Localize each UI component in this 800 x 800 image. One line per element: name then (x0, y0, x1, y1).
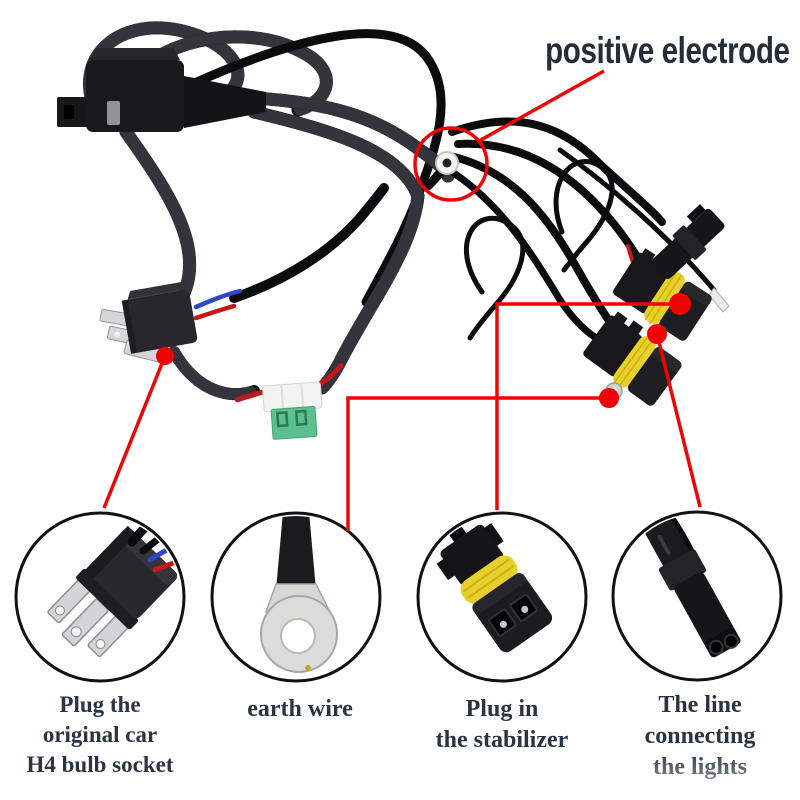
inset-borders (14, 510, 783, 683)
leader-line-stabilizer (495, 302, 680, 510)
highlight-circle-positive (413, 126, 489, 202)
relay-mount-hole (64, 105, 74, 119)
marker-dot-h4-socket (156, 347, 174, 365)
caption-earth-wire: earth wire (247, 696, 353, 722)
leader-line-lights-line (655, 333, 702, 508)
headline-positive-electrode: positive electrode (545, 30, 791, 71)
marker-dot-lights-line (647, 324, 667, 344)
ballast-connector-lower (583, 311, 682, 406)
inset-circle-3 (416, 511, 588, 683)
relay-box (57, 48, 266, 132)
h4-connector (99, 281, 198, 364)
marker-dot-stabilizer (669, 293, 691, 315)
corrugated-tubes (119, 91, 455, 400)
inset-circle-4 (611, 510, 783, 682)
leader-line-positive-electrode (478, 69, 605, 143)
amp-connector (651, 204, 725, 280)
inset-stabilizer-plug-photo (436, 516, 553, 653)
probe-wire-tip (708, 287, 730, 313)
caption-lights-line: The line connecting the lights (644, 692, 756, 781)
h4-red-wire (193, 303, 237, 321)
inset-circle-1 (14, 511, 186, 683)
h4-blue-wire (193, 288, 243, 310)
caption-h4-socket: Plug the original car H4 bulb socket (26, 692, 174, 777)
inset-lights-line-photo (645, 515, 741, 658)
seal-ring (460, 555, 518, 604)
marker-dot-earth-wire (599, 388, 619, 408)
relay-label-sticker (107, 101, 120, 125)
leader-line-h4-socket (102, 355, 167, 509)
red-annotation-lines (102, 69, 702, 531)
seal-ring (613, 336, 656, 388)
harness-cable (185, 29, 446, 307)
ring-terminal (423, 151, 459, 191)
inset-earth-wire-photo (260, 516, 338, 673)
leader-line-earth-wire (346, 396, 609, 531)
red-annotation-dots (156, 293, 691, 408)
fuse-holder (234, 362, 344, 440)
wiring-harness (57, 21, 730, 440)
caption-stabilizer-plug: Plug in the stabilizer (435, 696, 569, 754)
inset-circle-2 (210, 511, 382, 683)
